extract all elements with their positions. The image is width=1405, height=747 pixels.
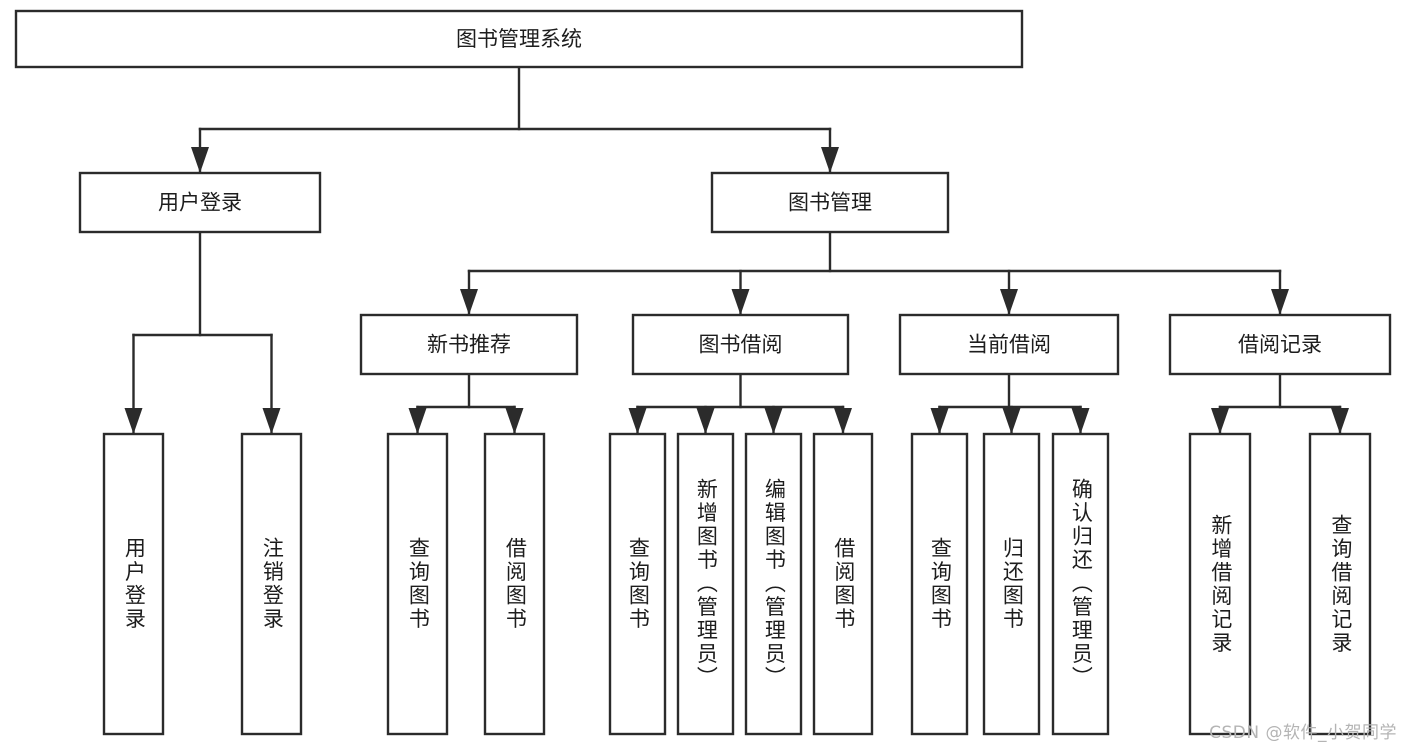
node-box-leaf-return-book[interactable] xyxy=(982,432,1041,736)
node-label-book-manage: 图书管理 xyxy=(788,191,872,215)
node-box-leaf-borrow-book-1[interactable] xyxy=(483,432,546,736)
node-box-leaf-edit-book[interactable] xyxy=(744,432,803,736)
arrowhead-icon xyxy=(124,408,143,434)
node-box-new-book-recommend[interactable] xyxy=(359,313,579,376)
connectors-layer xyxy=(124,65,1349,436)
node-label-book-borrow: 图书借阅 xyxy=(699,333,783,357)
arrowhead-icon xyxy=(834,408,852,434)
node-box-book-manage[interactable] xyxy=(710,171,950,234)
node-box-leaf-query-book-3[interactable] xyxy=(910,432,969,736)
arrowhead-icon xyxy=(1071,408,1090,434)
arrowhead-icon xyxy=(1000,289,1018,315)
node-box-leaf-query-record[interactable] xyxy=(1308,432,1372,736)
arrowhead-icon xyxy=(505,408,524,434)
node-box-user-login[interactable] xyxy=(78,171,322,234)
arrowhead-icon xyxy=(696,408,715,434)
arrowhead-icon xyxy=(628,408,647,434)
arrowhead-icon xyxy=(821,147,839,173)
arrowhead-icon xyxy=(764,408,783,434)
node-box-book-borrow[interactable] xyxy=(631,313,850,376)
node-box-leaf-confirm-return[interactable] xyxy=(1051,432,1110,736)
boxes-layer xyxy=(14,9,1392,736)
node-box-leaf-query-book-1[interactable] xyxy=(386,432,449,736)
node-box-leaf-add-book[interactable] xyxy=(676,432,735,736)
node-box-leaf-add-record[interactable] xyxy=(1188,432,1252,736)
node-label-current-borrow: 当前借阅 xyxy=(967,333,1051,357)
arrowhead-icon xyxy=(191,147,209,173)
node-box-leaf-user-logout[interactable] xyxy=(240,432,303,736)
arrowhead-icon xyxy=(731,289,750,315)
arrowhead-icon xyxy=(1331,408,1349,434)
arrowhead-icon xyxy=(262,408,281,434)
node-box-leaf-user-login[interactable] xyxy=(102,432,165,736)
csdn-watermark: CSDN @软件_小贺同学 xyxy=(1209,723,1397,743)
node-box-borrow-record[interactable] xyxy=(1168,313,1392,376)
arrowhead-icon xyxy=(1271,289,1289,315)
arrowhead-icon xyxy=(1211,408,1229,434)
arrowhead-icon xyxy=(408,408,427,434)
arrowhead-icon xyxy=(460,289,478,315)
node-box-leaf-query-book-2[interactable] xyxy=(608,432,667,736)
node-box-current-borrow[interactable] xyxy=(898,313,1120,376)
arrowhead-icon xyxy=(1002,408,1021,434)
node-label-new-book-recommend: 新书推荐 xyxy=(427,333,511,357)
node-label-borrow-record: 借阅记录 xyxy=(1238,333,1322,357)
arrowhead-icon xyxy=(930,408,949,434)
node-label-user-login: 用户登录 xyxy=(158,191,242,215)
node-box-leaf-borrow-book-2[interactable] xyxy=(812,432,874,736)
node-box-root[interactable] xyxy=(14,9,1024,69)
node-label-root: 图书管理系统 xyxy=(456,27,582,51)
